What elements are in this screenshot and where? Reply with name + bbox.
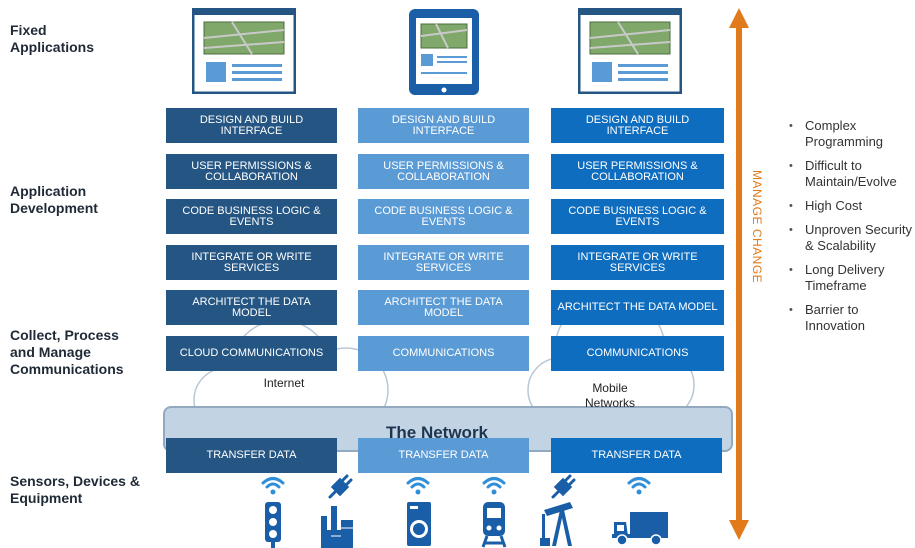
- wifi-icon: [406, 477, 430, 495]
- communications-box: COMMUNICATIONS: [551, 336, 724, 371]
- traffic-light-icon: [265, 502, 281, 548]
- business-logic-box: CODE BUSINESS LOGIC & EVENTS: [358, 199, 529, 234]
- data-model-box: ARCHITECT THE DATA MODEL: [166, 290, 337, 325]
- design-interface-box: DESIGN AND BUILD INTERFACE: [551, 108, 724, 143]
- data-model-box: ARCHITECT THE DATA MODEL: [358, 290, 529, 325]
- services-box: INTEGRATE OR WRITE SERVICES: [166, 245, 337, 280]
- internet-label: Internet: [263, 376, 305, 390]
- issue-item: High Cost: [789, 198, 915, 214]
- wifi-icon: [627, 477, 651, 495]
- communications-box: COMMUNICATIONS: [358, 336, 529, 371]
- data-model-box: ARCHITECT THE DATA MODEL: [551, 290, 724, 325]
- manage-change-label: MANAGE CHANGE: [750, 170, 764, 284]
- wifi-icon: [482, 477, 506, 495]
- issue-item: Unproven Security & Scalability: [789, 222, 915, 254]
- business-logic-box: CODE BUSINESS LOGIC & EVENTS: [166, 199, 337, 234]
- truck-icon: [612, 512, 668, 546]
- network-title: The Network: [386, 423, 489, 442]
- services-box: INTEGRATE OR WRITE SERVICES: [358, 245, 529, 280]
- tablet-app-icon: [409, 9, 479, 95]
- row-label-sensors-devices: Sensors, Devices & Equipment: [10, 473, 140, 506]
- transfer-data-box: TRANSFER DATA: [551, 438, 722, 473]
- desktop-app-icon: [578, 8, 682, 94]
- train-icon: [481, 502, 507, 548]
- oil-pump-icon: [540, 502, 573, 546]
- transfer-data-box: TRANSFER DATA: [358, 438, 529, 473]
- wifi-icon: [261, 477, 285, 495]
- row-label-collect-process: Collect, Process and Manage Communicatio…: [10, 327, 124, 377]
- issues-list: Complex Programming Difficult to Maintai…: [789, 118, 915, 342]
- desktop-app-icon: [192, 8, 296, 94]
- user-permissions-box: USER PERMISSIONS & COLLABORATION: [551, 154, 724, 189]
- services-box: INTEGRATE OR WRITE SERVICES: [551, 245, 724, 280]
- manage-change-arrow: [729, 8, 749, 540]
- issue-item: Barrier to Innovation: [789, 302, 915, 334]
- transfer-data-box: TRANSFER DATA: [166, 438, 337, 473]
- row-label-fixed-applications: Fixed Applications: [10, 22, 95, 55]
- factory-icon: [321, 506, 353, 548]
- user-permissions-box: USER PERMISSIONS & COLLABORATION: [166, 154, 337, 189]
- plug-icon: [328, 474, 353, 499]
- user-permissions-box: USER PERMISSIONS & COLLABORATION: [358, 154, 529, 189]
- washing-machine-icon: [407, 502, 431, 546]
- issue-item: Difficult to Maintain/Evolve: [789, 158, 915, 190]
- issue-item: Long Delivery Timeframe: [789, 262, 915, 294]
- business-logic-box: CODE BUSINESS LOGIC & EVENTS: [551, 199, 724, 234]
- design-interface-box: DESIGN AND BUILD INTERFACE: [166, 108, 337, 143]
- communications-box: CLOUD COMMUNICATIONS: [166, 336, 337, 371]
- design-interface-box: DESIGN AND BUILD INTERFACE: [358, 108, 529, 143]
- mobile-networks-label: Mobile Networks: [584, 381, 635, 410]
- plug-icon: [551, 474, 576, 499]
- row-label-application-development: Application Development: [10, 183, 98, 216]
- issue-item: Complex Programming: [789, 118, 915, 150]
